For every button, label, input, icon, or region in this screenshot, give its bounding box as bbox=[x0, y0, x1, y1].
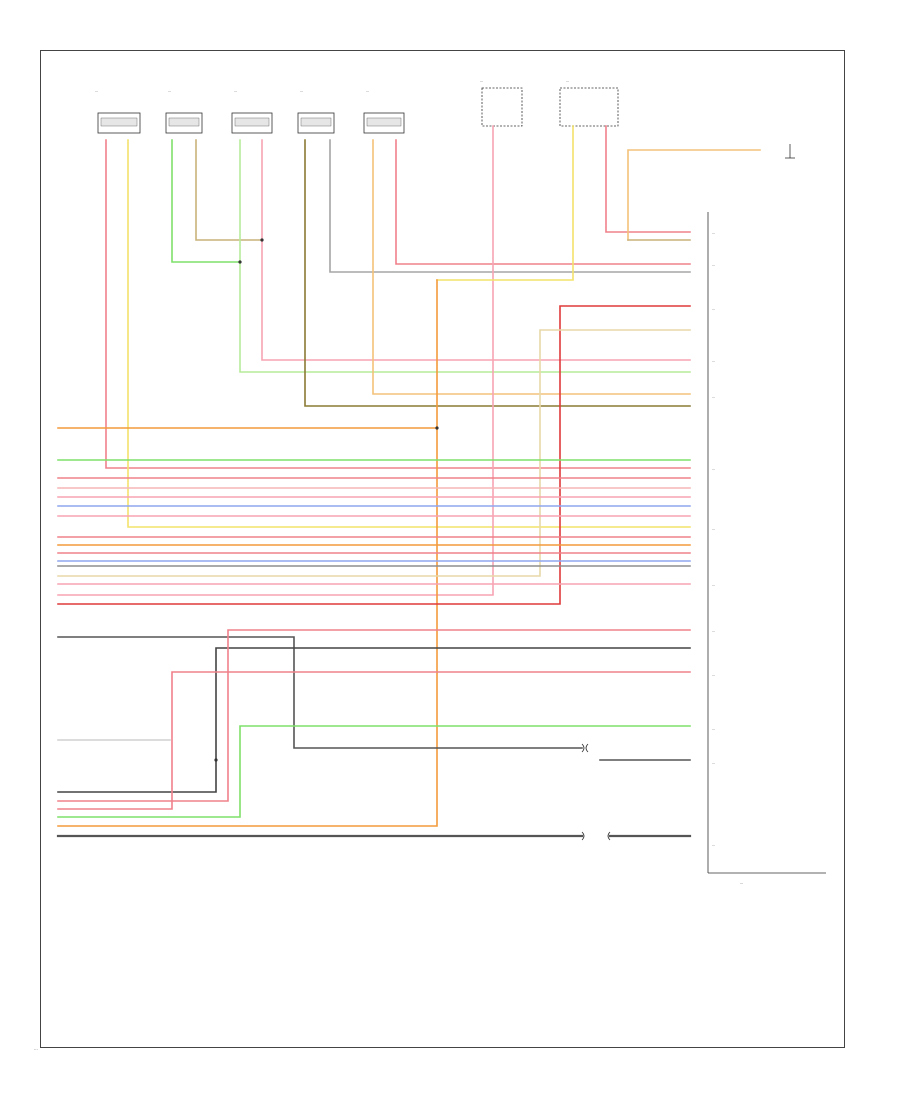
svg-text:...: ... bbox=[712, 629, 715, 633]
wire-pink-1 bbox=[261, 139, 691, 361]
wire-yellow-1 bbox=[127, 139, 691, 528]
wires bbox=[56, 125, 761, 838]
connector-5-plug bbox=[366, 117, 402, 127]
connector-1-plug bbox=[100, 117, 138, 127]
splice-3 bbox=[435, 426, 439, 430]
splice-1 bbox=[238, 260, 242, 264]
svg-text:...: ... bbox=[712, 231, 715, 235]
svg-text:...: ... bbox=[712, 843, 715, 847]
wire-yellow-2 bbox=[436, 125, 574, 281]
component-label-3: ... bbox=[234, 89, 237, 93]
svg-text:...: ... bbox=[712, 761, 715, 765]
connector-inner bbox=[100, 117, 402, 127]
wire-tan-2 bbox=[372, 139, 691, 395]
connector-1 bbox=[97, 112, 141, 134]
fuse-box-2 bbox=[559, 87, 619, 127]
connector-breaks bbox=[581, 743, 611, 841]
splice-4 bbox=[214, 758, 218, 762]
wire-pink-2 bbox=[57, 125, 494, 596]
component-label-6: ... bbox=[480, 79, 483, 83]
svg-text:...: ... bbox=[712, 307, 715, 311]
connector-4-plug bbox=[300, 117, 332, 127]
component-label-2: ... bbox=[168, 89, 171, 93]
footer-code: ... bbox=[34, 1046, 38, 1051]
connector-2-plug bbox=[168, 117, 200, 127]
wire-red-9 bbox=[57, 671, 691, 810]
wire-orange-trunk bbox=[57, 279, 438, 827]
svg-text:...: ... bbox=[712, 583, 715, 587]
wire-tan-1 bbox=[195, 139, 263, 241]
wire-black-1 bbox=[57, 647, 691, 793]
diagram-frame bbox=[40, 50, 845, 1048]
wire-olive-1 bbox=[304, 139, 691, 407]
wire-red-1 bbox=[105, 139, 691, 469]
component-label-7: ... bbox=[566, 79, 569, 83]
svg-text:...: ... bbox=[712, 395, 715, 399]
wire-dark-red bbox=[57, 305, 691, 605]
wire-green-1 bbox=[171, 139, 241, 263]
svg-text:...: ... bbox=[712, 673, 715, 677]
wire-red-8 bbox=[57, 629, 691, 802]
wire-light-green-1 bbox=[239, 139, 691, 373]
connector-2 bbox=[165, 112, 203, 134]
wire-gray-3 bbox=[57, 636, 583, 749]
splice-2 bbox=[260, 238, 264, 242]
wire-red-2 bbox=[395, 139, 691, 265]
svg-text:...: ... bbox=[712, 263, 715, 267]
top-connectors bbox=[97, 87, 619, 134]
svg-text:...: ... bbox=[712, 727, 715, 731]
wire-tan-4 bbox=[57, 329, 691, 577]
component-label-1: ... bbox=[95, 89, 98, 93]
component-labels: ... ... ... ... ... ... ... bbox=[95, 79, 569, 93]
svg-text:...: ... bbox=[712, 467, 715, 471]
wire-orange-top bbox=[627, 149, 761, 241]
connector-4 bbox=[297, 112, 335, 134]
module-pin-labels: ... ... ... ... ... ... ... ... ... ... … bbox=[712, 231, 715, 847]
module-name: ... bbox=[740, 881, 743, 885]
svg-text:...: ... bbox=[712, 527, 715, 531]
wire-gray-1 bbox=[329, 139, 691, 273]
module-box bbox=[707, 212, 826, 874]
connector-3-plug bbox=[234, 117, 270, 127]
connector-3 bbox=[231, 112, 273, 134]
ground-symbol bbox=[785, 144, 795, 159]
wire-green-3 bbox=[57, 725, 691, 818]
svg-text:...: ... bbox=[712, 359, 715, 363]
wire-red-3 bbox=[605, 125, 691, 233]
component-label-5: ... bbox=[366, 89, 369, 93]
component-label-4: ... bbox=[300, 89, 303, 93]
fuse-box-1 bbox=[481, 87, 523, 127]
connector-5 bbox=[363, 112, 405, 134]
splices bbox=[214, 238, 439, 762]
